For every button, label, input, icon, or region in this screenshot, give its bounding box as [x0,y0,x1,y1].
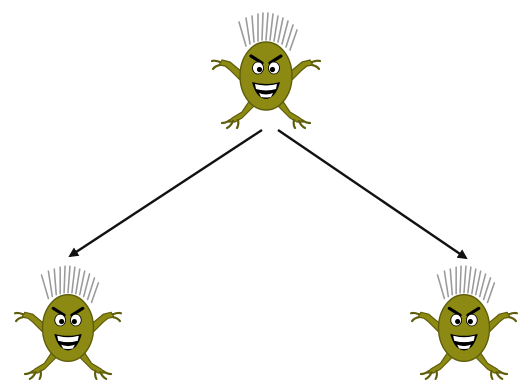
right-child-germ-icon [409,264,519,381]
arrow-to-right-child [277,129,468,260]
parent-germ-icon [210,11,322,130]
arrow-to-left-child [68,128,263,258]
left-child-germ-icon [13,264,123,381]
